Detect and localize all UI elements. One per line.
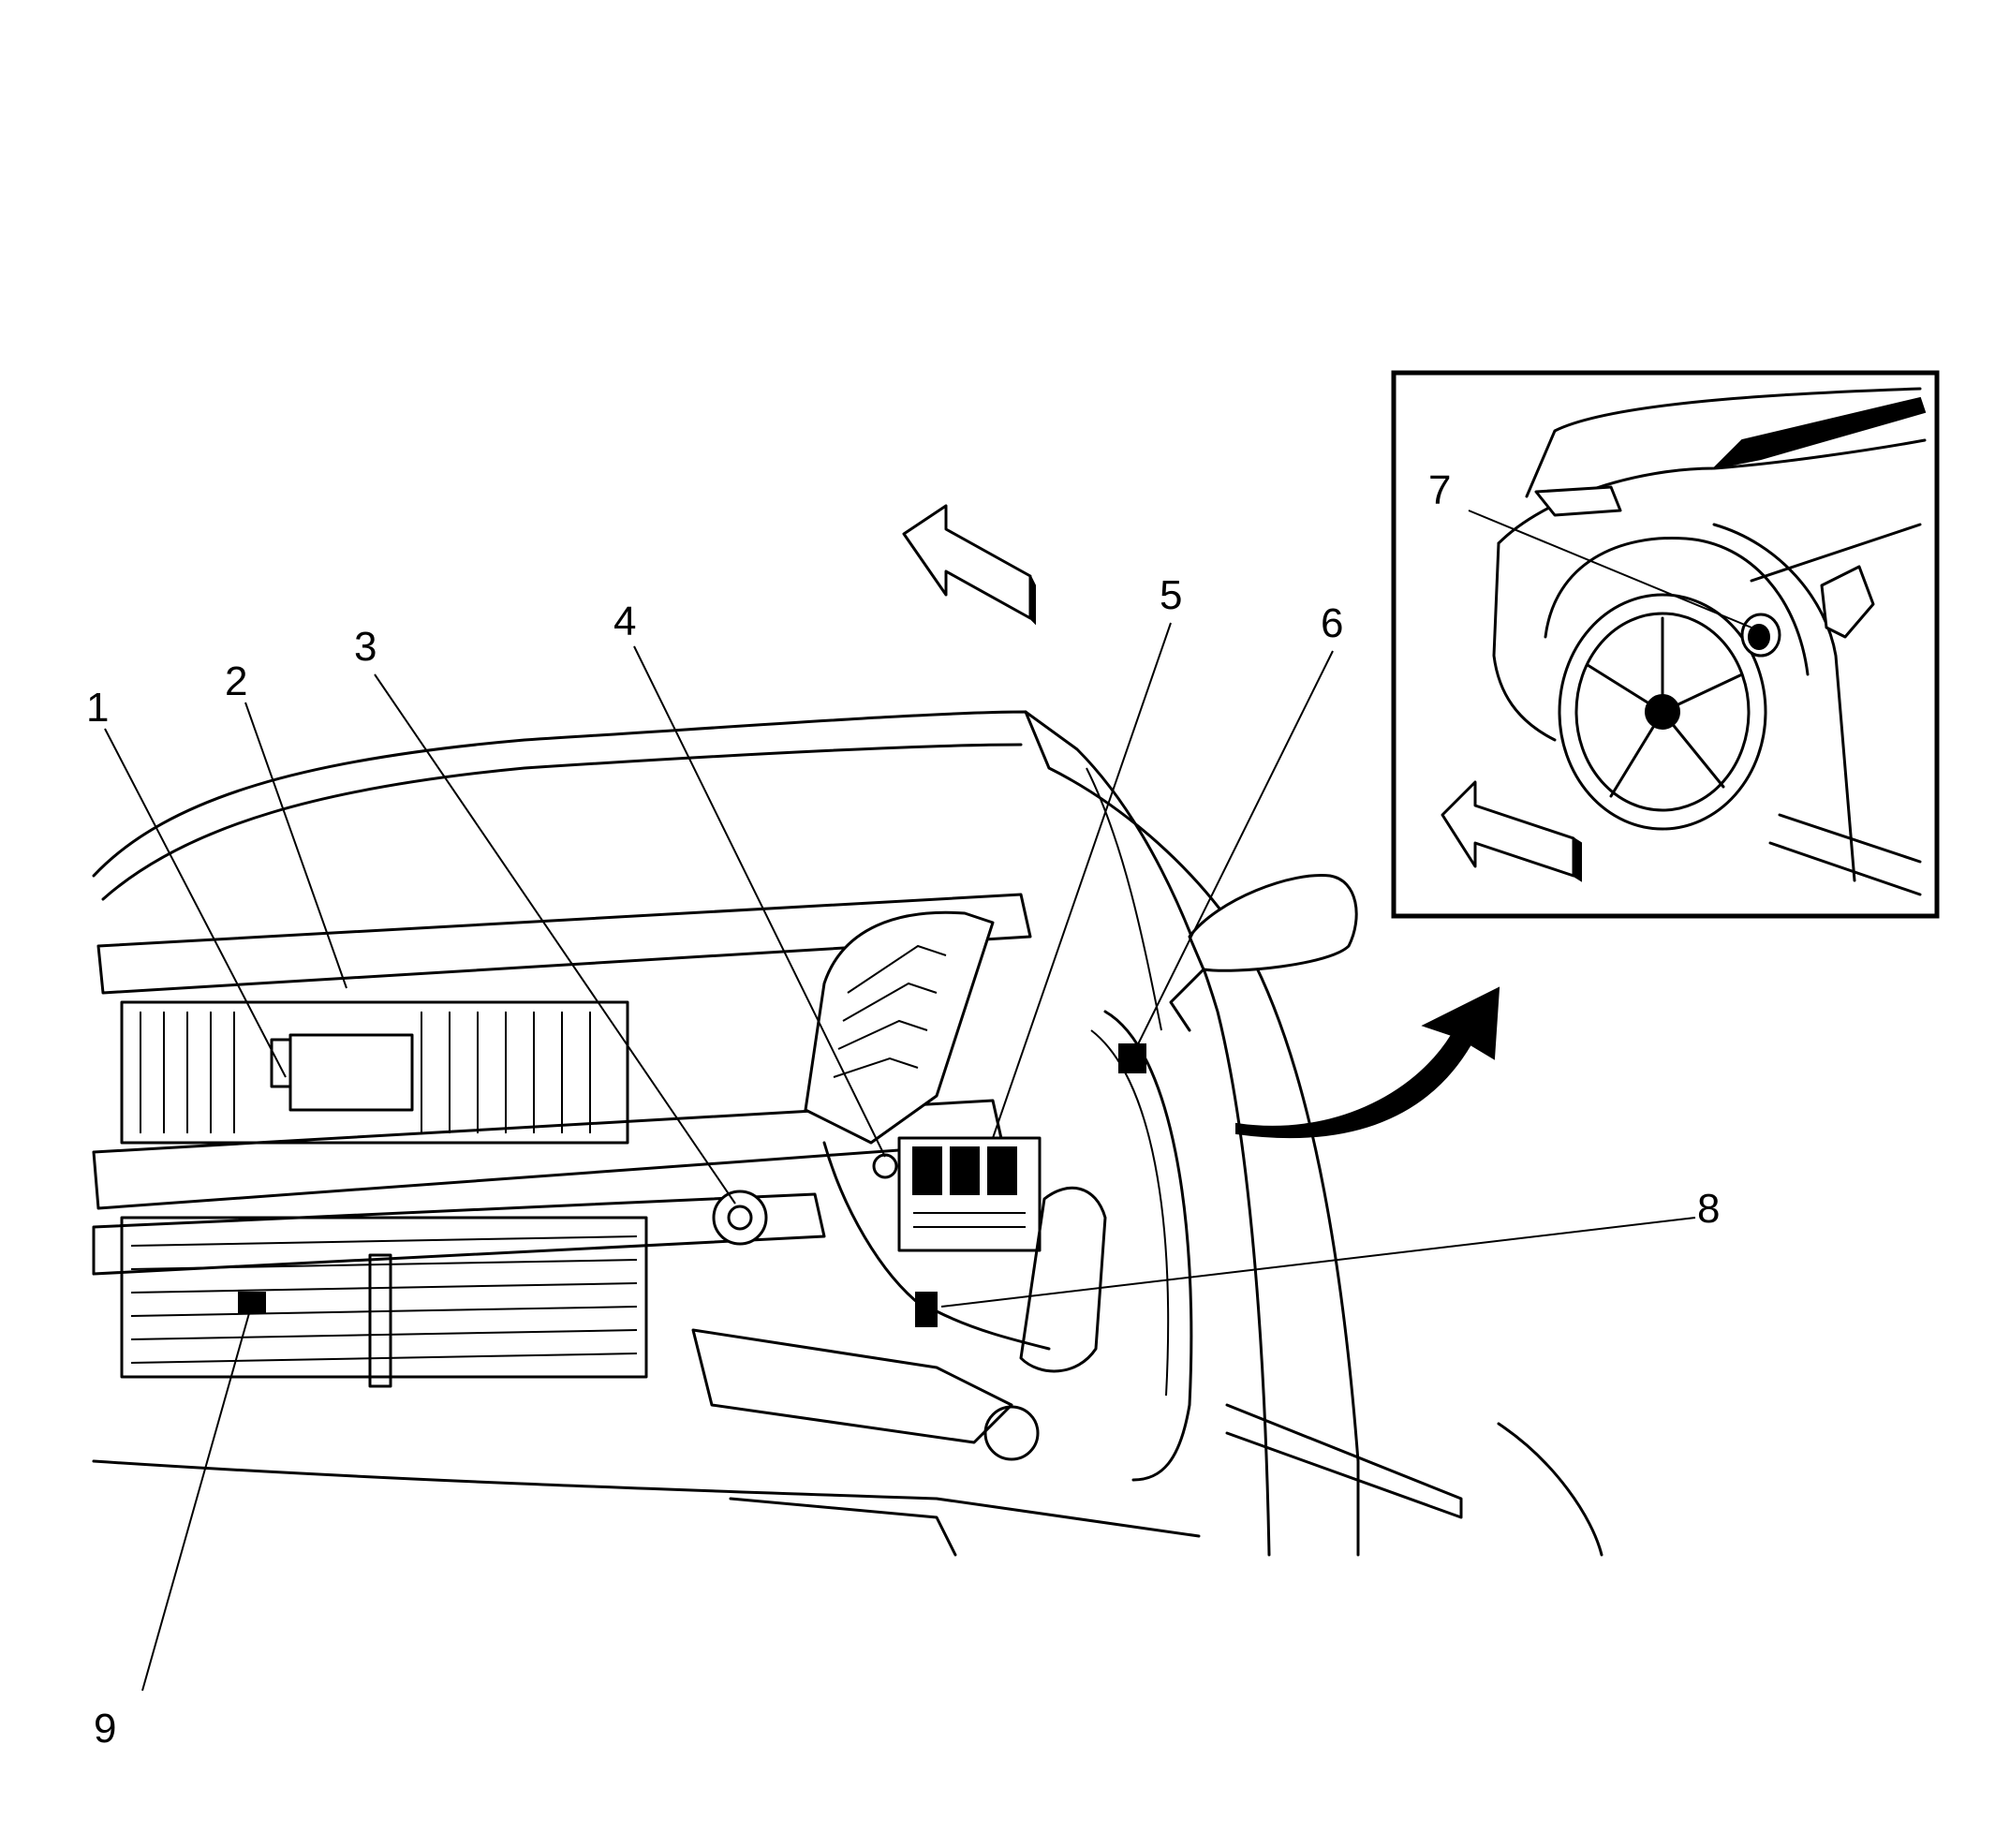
- callout-5: 5: [1160, 572, 1182, 618]
- inset-mirror: [1820, 565, 1875, 639]
- callout-7: 7: [1428, 467, 1451, 513]
- inset-frame: [1391, 370, 1940, 919]
- inset-body-roof: [1525, 387, 1922, 498]
- underbody-line: [92, 1459, 1201, 1538]
- callout-8: 8: [1697, 1186, 1720, 1232]
- wheelhouse-liner: [1103, 1010, 1193, 1482]
- main-vehicle-illustration: [92, 504, 1603, 1557]
- front-wheel-arch: [1497, 1422, 1603, 1557]
- leader-2: [244, 702, 347, 989]
- wiring-harness: [822, 1141, 1051, 1351]
- hood-edge-inner: [101, 743, 1023, 901]
- leader-8: [940, 1217, 1696, 1308]
- inset-pointer-arrow: [1235, 986, 1500, 1139]
- forward-arrow-shadow: [1029, 575, 1036, 626]
- callout-3: 3: [354, 624, 377, 670]
- headlamp-elements: [833, 944, 947, 1078]
- headlamp-assembly: [804, 910, 995, 1145]
- inset-fender: [1712, 523, 1856, 882]
- radiator-upper: [120, 1000, 629, 1145]
- inset-view: [1391, 370, 1940, 919]
- inset-wheel-tire: [1558, 593, 1767, 831]
- harness-connector: [915, 1292, 938, 1327]
- inset-wheel-spokes: [1586, 616, 1744, 798]
- inset-arrow-shadow: [1573, 836, 1582, 882]
- ball-joint: [983, 1405, 1040, 1461]
- horn-center: [727, 1205, 753, 1231]
- leader-7: [1468, 510, 1752, 628]
- inset-charge-port: [1748, 624, 1770, 650]
- callout-2: 2: [225, 658, 247, 704]
- callout-labels: 1 2 3 4 5 6 7 8 9: [86, 467, 1720, 1752]
- leader-lines: [104, 510, 1752, 1692]
- air-cleaner: [1019, 1186, 1107, 1373]
- leader-4: [633, 645, 886, 1158]
- leader-5: [992, 622, 1172, 1139]
- mirror-arm: [1169, 968, 1205, 1032]
- radiator-fins-lower: [130, 1235, 638, 1364]
- horn: [712, 1190, 768, 1246]
- inset-front-fascia: [1492, 541, 1557, 742]
- radiator-fins-upper: [140, 1012, 591, 1133]
- side-mirror: [1188, 873, 1358, 972]
- leader-6: [1132, 650, 1334, 1055]
- fender-crease: [1086, 767, 1162, 1031]
- inset-headlamp: [1534, 485, 1622, 517]
- inset-wheel-arch: [1544, 536, 1810, 676]
- leader-9: [141, 1306, 252, 1692]
- front-camera-module: [288, 1033, 414, 1112]
- callout-4: 4: [613, 599, 636, 644]
- skid-plate: [729, 1497, 957, 1557]
- side-connector: [1118, 1043, 1146, 1073]
- inset-side-body: [1750, 523, 1922, 896]
- fender-top: [1024, 710, 1271, 1557]
- inset-wheel-rim: [1574, 612, 1751, 812]
- callout-6: 6: [1321, 600, 1343, 646]
- lower-bumper-beam: [92, 1192, 826, 1276]
- callout-9: 9: [94, 1706, 116, 1752]
- callout-1: 1: [86, 685, 109, 731]
- wheelhouse-liner-inner: [1090, 1029, 1170, 1397]
- upper-tie-bar: [96, 893, 1032, 995]
- forward-direction-arrow: [902, 504, 1032, 620]
- inset-windshield-edge: [1710, 396, 1927, 470]
- camera-bracket: [270, 1038, 292, 1088]
- lower-control-arm: [691, 1328, 1013, 1444]
- lower-sensor-connector: [238, 1292, 266, 1314]
- rocker-panel: [1225, 1403, 1463, 1519]
- radiator-lower: [120, 1216, 648, 1379]
- ground-bolt: [872, 1153, 898, 1179]
- lower-support-post: [368, 1253, 392, 1388]
- hood-outline: [92, 710, 1360, 1557]
- leader-1: [104, 728, 287, 1078]
- electrical-center-relays: [912, 1146, 1026, 1228]
- leader-3: [374, 673, 736, 1205]
